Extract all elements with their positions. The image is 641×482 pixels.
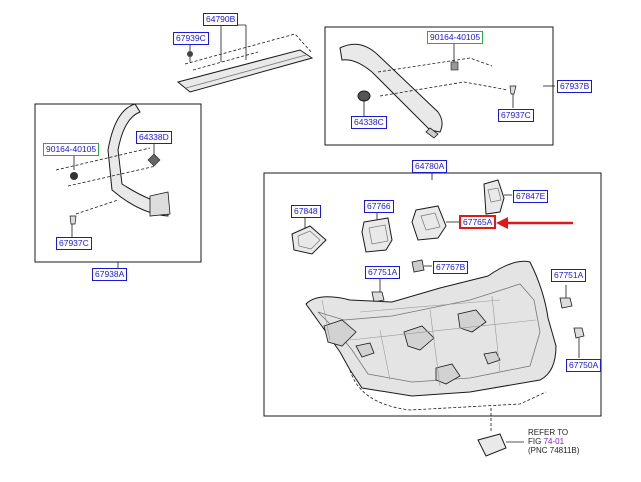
small-trim-parts [291, 179, 585, 358]
group-box-main [263, 172, 602, 417]
callout-67750A[interactable]: 67750A [566, 359, 602, 372]
callout-67751A-right[interactable]: 67751A [551, 269, 587, 282]
callout-90164-40105-left[interactable]: 90164-40105 [43, 143, 100, 156]
callout-64338D[interactable]: 64338D [136, 131, 172, 144]
reference-note: REFER TO FIG 74-01 (PNC 74811B) [528, 428, 579, 455]
callout-67848[interactable]: 67848 [291, 205, 321, 218]
reference-line-1: REFER TO [528, 428, 569, 437]
callout-90164-40105-top[interactable]: 90164-40105 [427, 31, 484, 44]
callout-64780A[interactable]: 64780A [412, 160, 448, 173]
callout-67767B[interactable]: 67767B [433, 261, 469, 274]
callout-64338C[interactable]: 64338C [351, 116, 387, 129]
callout-67766[interactable]: 67766 [364, 200, 394, 213]
highlight-arrow [496, 217, 573, 229]
callout-67939C[interactable]: 67939C [173, 32, 209, 45]
reference-fig-prefix: FIG [528, 437, 544, 446]
pillar-trim-right [339, 40, 555, 139]
callout-64790B[interactable]: 64790B [203, 13, 239, 26]
callout-67765A[interactable]: 67765A [459, 215, 497, 229]
callout-67937C-top[interactable]: 67937C [498, 109, 534, 122]
callout-67938A[interactable]: 67938A [92, 268, 128, 281]
callout-67937B[interactable]: 67937B [557, 80, 593, 93]
upper-trim-strip [176, 24, 314, 93]
pillar-trim-left [55, 103, 171, 270]
callout-67751A-left[interactable]: 67751A [365, 266, 401, 279]
back-door-trim-board [305, 173, 557, 411]
callout-67847E[interactable]: 67847E [513, 190, 549, 203]
reference-part-74811b [477, 408, 524, 457]
reference-line-2: FIG 74-01 [528, 437, 579, 446]
reference-line-3: (PNC 74811B) [528, 446, 580, 455]
reference-fig-link[interactable]: 74-01 [543, 437, 565, 446]
callout-67937C-left[interactable]: 67937C [56, 237, 92, 250]
